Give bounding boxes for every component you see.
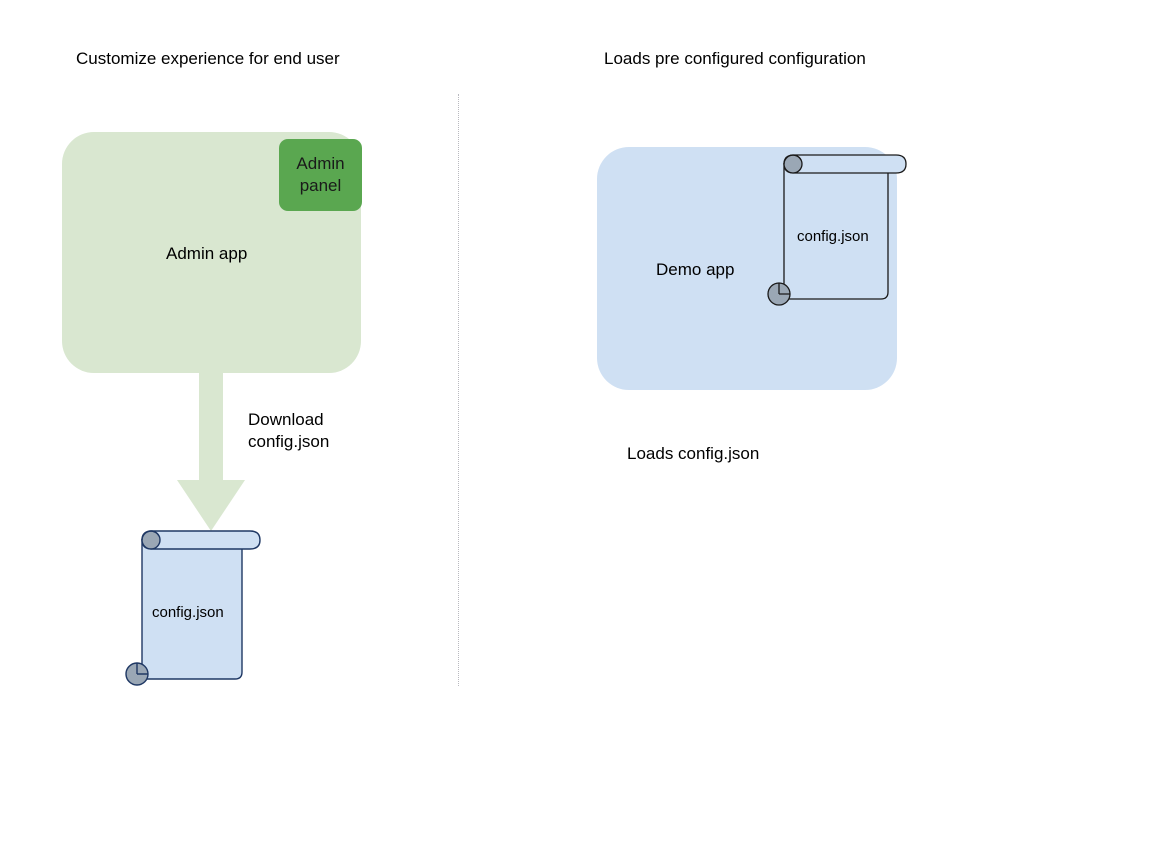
download-arrow-caption: Download config.json (248, 409, 329, 453)
download-caption-line2: config.json (248, 432, 330, 451)
demo-app-label: Demo app (656, 260, 735, 279)
loads-config-caption: Loads config.json (627, 444, 760, 463)
config-json-document-left (125, 530, 261, 686)
admin-panel-label: Admin panel (296, 153, 344, 197)
config-json-label-right: config.json (797, 228, 869, 245)
config-json-document-right (767, 154, 907, 306)
download-arrow-icon (177, 370, 245, 531)
admin-app-label: Admin app (166, 244, 248, 263)
admin-panel-label-line1: Admin (296, 154, 345, 173)
config-json-label-left: config.json (152, 604, 224, 621)
admin-panel-label-line2: panel (299, 176, 342, 195)
download-caption-line1: Download (248, 410, 324, 429)
admin-panel-box[interactable]: Admin panel (279, 139, 362, 211)
column-divider (458, 94, 459, 686)
left-column-heading: Customize experience for end user (76, 49, 340, 68)
right-column-heading: Loads pre configured configuration (604, 49, 866, 68)
